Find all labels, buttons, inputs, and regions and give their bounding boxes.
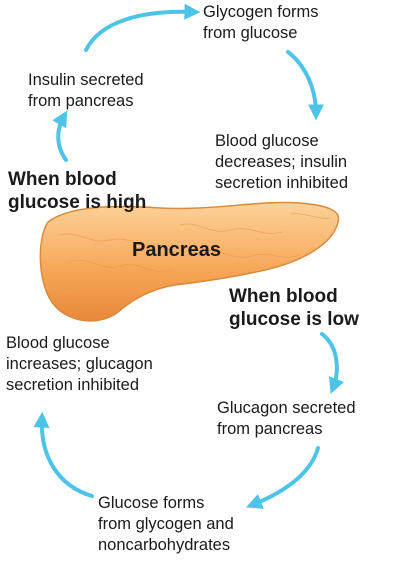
label-glucagon-secreted: Glucagon secreted from pancreas	[217, 399, 356, 438]
label-glycogen-forms: Glycogen forms from glucose	[203, 3, 319, 42]
label-when-high: When blood glucose is high	[8, 169, 147, 213]
arrow-insulin-to-glycogen	[84, 3, 201, 52]
arrow-low-to-glucagon	[320, 332, 344, 394]
pancreas-illustration	[39, 201, 340, 322]
arrow-glucagon-to-glucose	[246, 446, 320, 509]
label-pancreas: Pancreas	[132, 239, 221, 261]
arrow-glucose-to-increase	[33, 411, 94, 498]
arrow-high-to-insulin	[52, 110, 68, 162]
label-glucose-increases: Blood glucose increases; glucagon secret…	[6, 334, 153, 394]
label-when-low: When blood glucose is low	[229, 286, 359, 330]
label-insulin-secreted: Insulin secreted from pancreas	[28, 71, 144, 110]
label-glucose-forms: Glucose forms from glycogen and noncarbo…	[98, 494, 234, 554]
label-glucose-decreases: Blood glucose decreases; insulin secreti…	[215, 132, 348, 192]
arrow-glycogen-to-decrease	[286, 50, 324, 121]
